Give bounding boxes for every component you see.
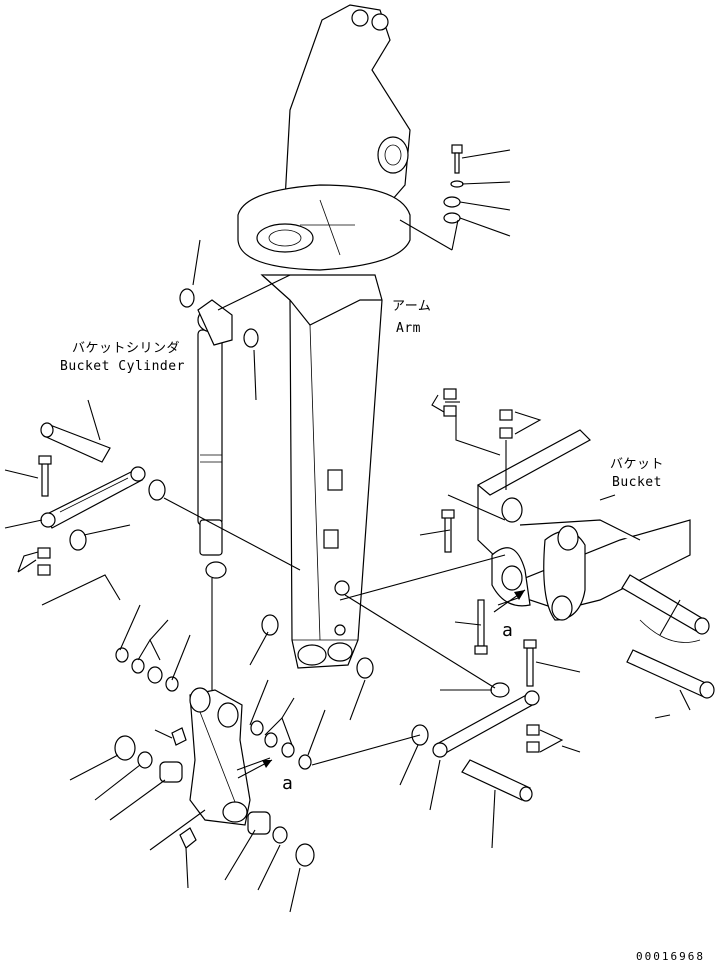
bucket [432, 388, 715, 802]
top-right-hardware [443, 144, 464, 224]
bushings-left [114, 647, 315, 867]
arm-assembly [237, 4, 411, 669]
direction-arrows [237, 589, 526, 779]
arm-label-en: Arm [396, 321, 421, 336]
bucket-cylinder [197, 299, 233, 690]
detail-a-label: a [502, 620, 513, 641]
left-link-rods [37, 422, 166, 576]
bucket-cylinder-label-jp: バケットシリンダ [72, 341, 181, 356]
bucket-link [189, 687, 251, 826]
bucket-label-jp: バケット [610, 457, 665, 472]
detail-a-label: a [282, 773, 293, 794]
bucket-cylinder-label-en: Bucket Cylinder [60, 359, 185, 374]
shims [179, 288, 510, 746]
arm-label-jp: アーム [392, 299, 432, 314]
document-number: 00016968 [636, 950, 705, 963]
bucket-label-en: Bucket [612, 475, 662, 490]
